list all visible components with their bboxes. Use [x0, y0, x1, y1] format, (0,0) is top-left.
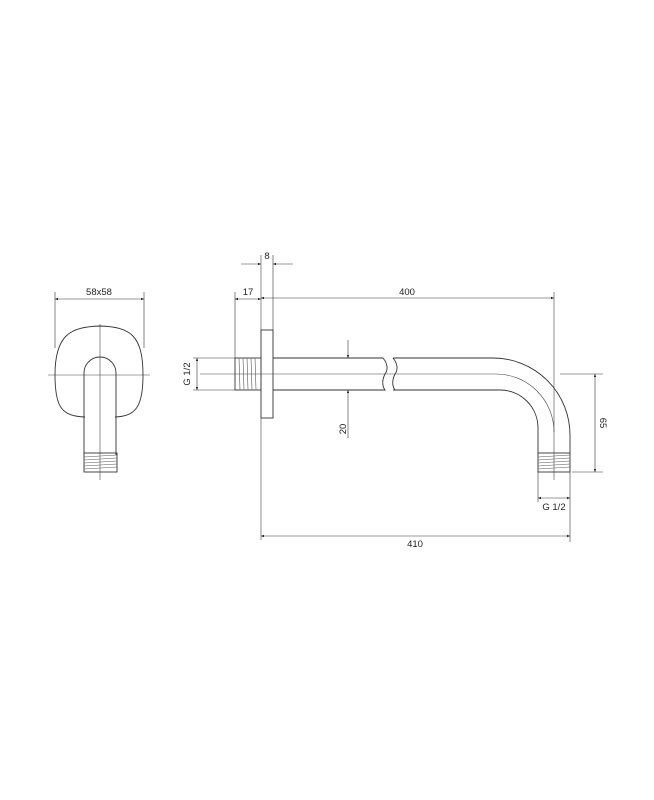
dimension-inlet-g12: G 1/2: [182, 357, 235, 391]
dimension-label: 410: [407, 539, 423, 550]
dimension-17: 17: [234, 287, 261, 358]
dimension-label: G 1/2: [542, 502, 565, 513]
dimension-8: 8: [241, 251, 293, 330]
dimension-20: 20: [338, 340, 350, 438]
dimension-410: 410: [261, 472, 571, 550]
dimension-65: 65: [560, 373, 608, 473]
dimension-label: G 1/2: [182, 362, 193, 385]
dimension-58x58: 58x58: [54, 287, 145, 348]
side-view: 8 17 400 G 1/2 20 65: [182, 251, 608, 550]
dimension-label: 58x58: [86, 287, 112, 298]
pipe-centerline: [200, 373, 555, 433]
front-view: 58x58: [48, 287, 150, 480]
dimension-400: 400: [261, 287, 554, 300]
front-thread: [83, 452, 118, 473]
dimension-label: 400: [399, 287, 415, 298]
dimension-label: 8: [264, 251, 269, 262]
dimension-outlet-g12: G 1/2: [537, 472, 570, 513]
wall-plate-outline: [54, 325, 144, 418]
pipe-outline: [273, 357, 571, 453]
dimension-label: 17: [243, 287, 254, 298]
dimension-label: 20: [338, 424, 349, 435]
dimension-label: 65: [597, 418, 608, 429]
